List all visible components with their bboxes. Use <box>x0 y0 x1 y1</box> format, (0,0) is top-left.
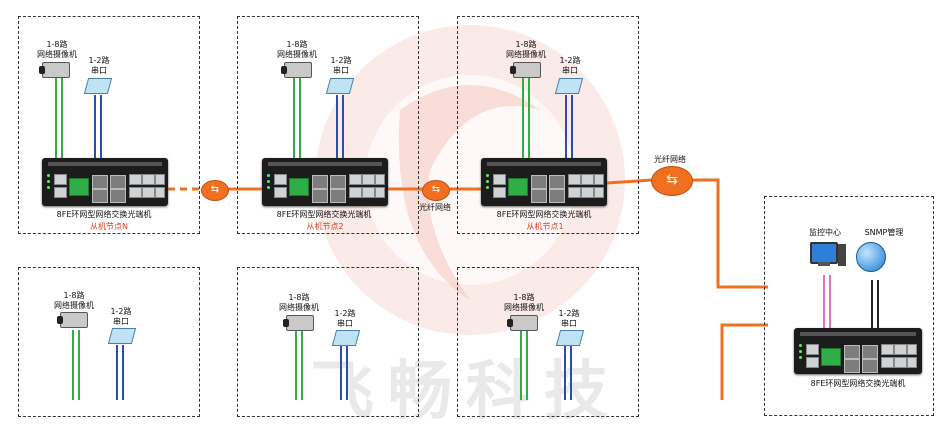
serial-label: 1-2路 串口 <box>558 309 580 328</box>
node-label: 从机节点1 <box>526 222 564 231</box>
fiber-hub-icon: ⇆ <box>422 180 450 201</box>
node-frame <box>18 16 200 234</box>
device-label: 8FE环网型网络交换光端机 <box>56 210 152 219</box>
camera-label: 1-8路 网络摄像机 <box>506 40 546 59</box>
serial-converter-icon <box>325 78 355 94</box>
camera-label: 1-8路 网络摄像机 <box>54 291 94 310</box>
pc-tower-icon <box>838 244 846 266</box>
camera-icon <box>39 62 70 78</box>
serial-label: 1-2路 串口 <box>88 56 110 75</box>
serial-converter-icon <box>555 330 585 346</box>
camera-label: 1-8路 网络摄像机 <box>504 293 544 312</box>
serial-label: 1-2路 串口 <box>559 56 581 75</box>
serial-label: 1-2路 串口 <box>110 307 132 326</box>
serial-label: 1-2路 串口 <box>334 309 356 328</box>
camera-icon <box>510 62 541 78</box>
ring-switch-device <box>481 158 607 206</box>
camera-label: 1-8路 网络摄像机 <box>277 40 317 59</box>
node-frame <box>237 16 419 234</box>
camera-label: 1-8路 网络摄像机 <box>37 40 77 59</box>
monitor-stand-icon <box>818 262 830 266</box>
camera-label: 1-8路 网络摄像机 <box>279 293 319 312</box>
fiber-hub-icon: ⇆ <box>651 166 693 196</box>
camera-icon <box>57 312 88 328</box>
device-label: 8FE环网型网络交换光端机 <box>496 210 592 219</box>
globe-icon <box>856 242 886 272</box>
camera-icon <box>283 315 314 331</box>
camera-icon <box>281 62 312 78</box>
snmp-label: SNMP管理 <box>864 228 904 237</box>
monitor-computer-icon <box>810 242 838 264</box>
node-label: 从机节点2 <box>306 222 344 231</box>
ring-switch-device <box>42 158 168 206</box>
camera-icon <box>507 315 538 331</box>
fiber-hub-icon: ⇆ <box>201 180 229 201</box>
fiber-network-label: 光纤网络 <box>654 155 686 164</box>
monitor-center-label: 监控中心 <box>809 228 841 237</box>
serial-converter-icon <box>107 328 137 344</box>
fiber-network-label: 光纤网络 <box>419 203 451 212</box>
node-frame <box>237 267 419 417</box>
serial-converter-icon <box>83 78 113 94</box>
device-label: 8FE环网型网络交换光端机 <box>276 210 372 219</box>
device-label: 8FE环网型网络交换光端机 <box>810 379 906 388</box>
node-frame <box>457 16 639 234</box>
ring-switch-device <box>262 158 388 206</box>
serial-label: 1-2路 串口 <box>330 56 352 75</box>
node-label: 从机节点N <box>90 222 128 231</box>
node-frame <box>457 267 639 417</box>
serial-converter-icon <box>554 78 584 94</box>
ring-switch-device <box>794 328 922 374</box>
serial-converter-icon <box>331 330 361 346</box>
